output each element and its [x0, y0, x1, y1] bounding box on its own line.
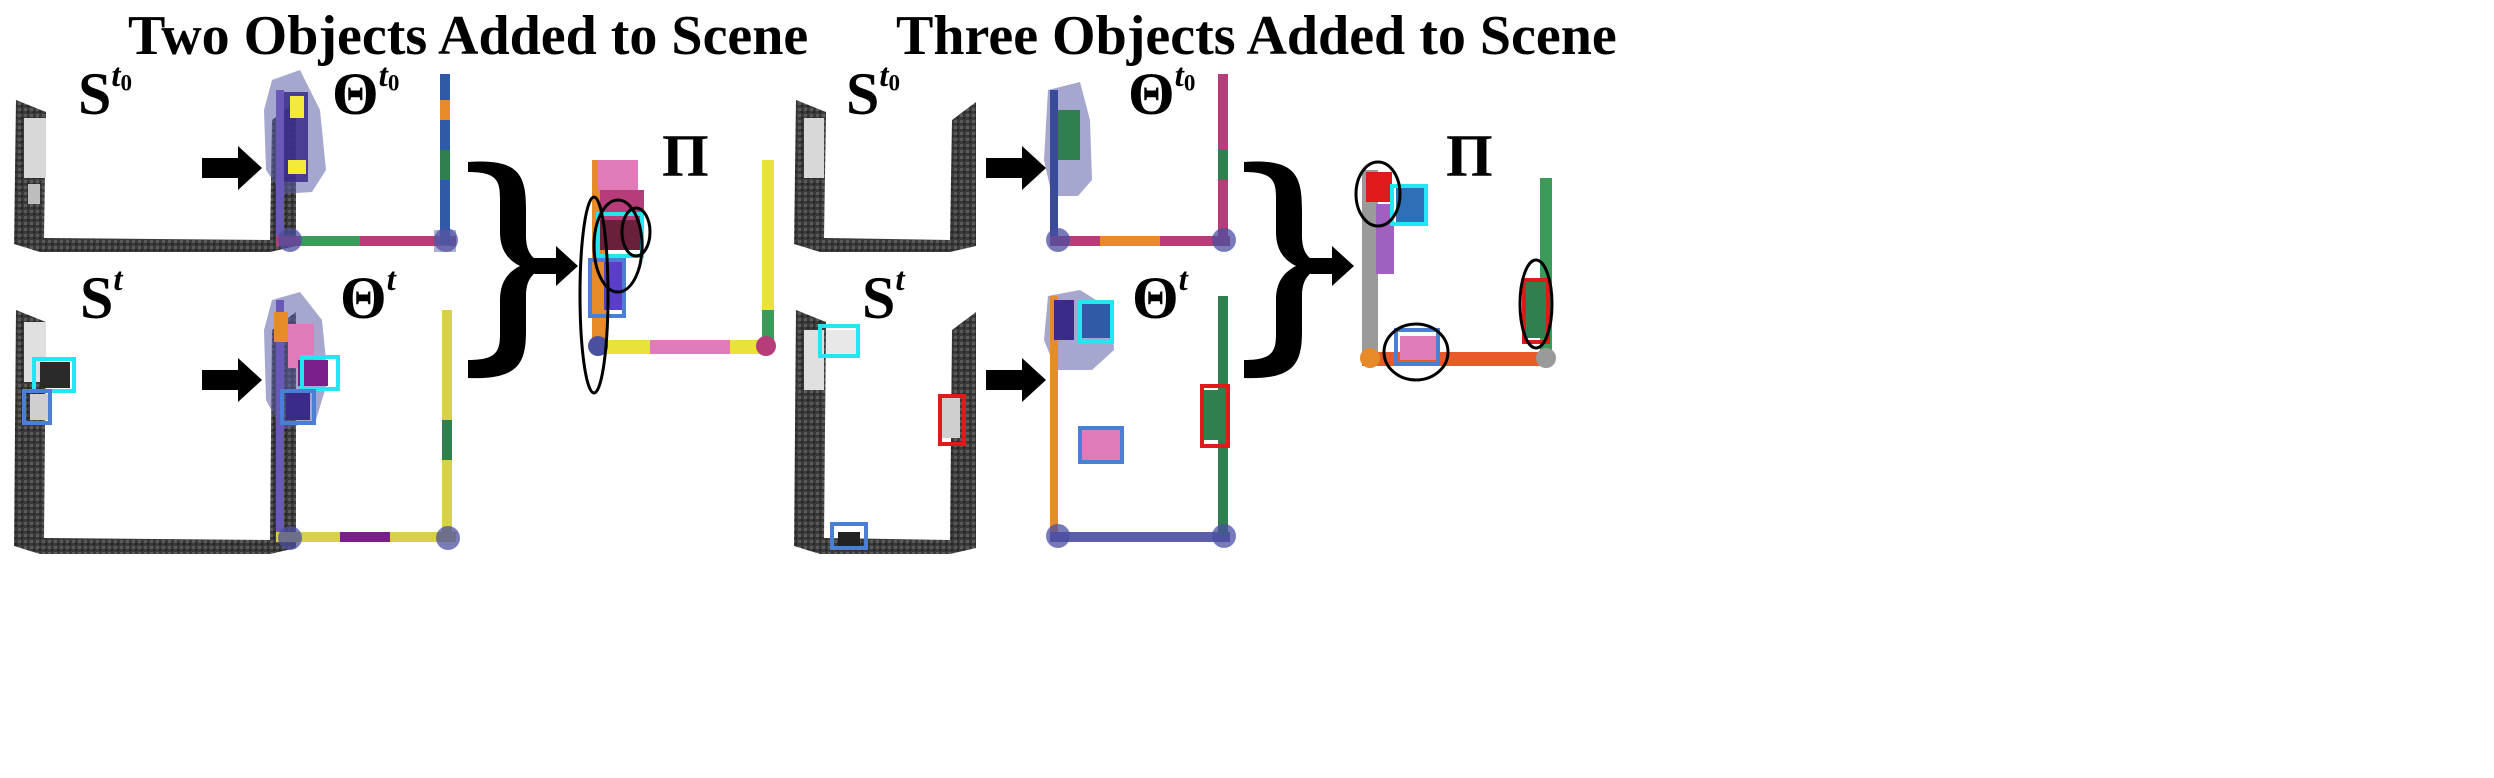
- red-box-st-right: [938, 394, 966, 446]
- arrow-pi-left: [526, 246, 578, 286]
- scan-s-t-left: [14, 310, 296, 554]
- segmentation-theta-t0-left: [264, 70, 458, 252]
- red-box-pi-right: [1522, 278, 1550, 344]
- cyan-box-st-left: [32, 357, 76, 393]
- segmentation-theta-t0-right: [1044, 74, 1236, 252]
- label-s-t-right: St: [862, 262, 905, 332]
- label-theta-t-right: Θt: [1132, 262, 1188, 332]
- ellipse-pi-right-side: [1518, 258, 1554, 350]
- panel-title-three-objects: Three Objects Added to Scene: [896, 5, 1617, 67]
- label-theta-t-left: Θt: [340, 262, 396, 332]
- arrow-top-left: [202, 146, 262, 190]
- scan-s-t0-right: [794, 100, 976, 252]
- cyan-box-st-right: [818, 324, 860, 358]
- blue-box-theta-t-left: [280, 389, 316, 425]
- label-s-t0-left: St0: [78, 58, 133, 128]
- ellipse-pi-right-top: [1354, 160, 1402, 228]
- arrow-pi-right: [1302, 246, 1354, 286]
- segmentation-theta-t-right: [1044, 290, 1236, 548]
- blue-box-theta-t-right: [1078, 426, 1124, 464]
- scan-s-t0-left: [14, 100, 296, 252]
- cyan-box-pi-right: [1390, 184, 1428, 226]
- ellipse-pi-left-mid: [592, 198, 644, 294]
- label-s-t0-right: St0: [846, 58, 901, 128]
- label-theta-t0-right: Θt0: [1128, 58, 1196, 128]
- panel-title-two-objects: Two Objects Added to Scene: [128, 5, 809, 67]
- ellipse-pi-left-small: [620, 206, 652, 258]
- blue-box-st-right: [830, 522, 868, 550]
- blue-box-pi-right: [1394, 328, 1440, 366]
- ellipse-pi-left-large: [578, 195, 610, 395]
- label-pi-left: Π: [662, 123, 709, 189]
- cyan-box-theta-t-left: [300, 355, 340, 391]
- red-box-theta-t-right: [1200, 384, 1230, 448]
- blue-box-st-left: [22, 389, 52, 425]
- map-pi-right: [1360, 170, 1556, 368]
- cyan-box-theta-t-right: [1078, 300, 1114, 344]
- arrow-bottom-left: [202, 358, 262, 402]
- label-s-t-left: St: [80, 262, 123, 332]
- arrow-bottom-right: [986, 358, 1046, 402]
- map-pi-left: [588, 160, 776, 356]
- arrow-top-right: [986, 146, 1046, 190]
- ellipse-pi-right-bottom: [1382, 322, 1450, 382]
- label-theta-t0-left: Θt0: [332, 58, 400, 128]
- label-pi-right: Π: [1446, 123, 1493, 189]
